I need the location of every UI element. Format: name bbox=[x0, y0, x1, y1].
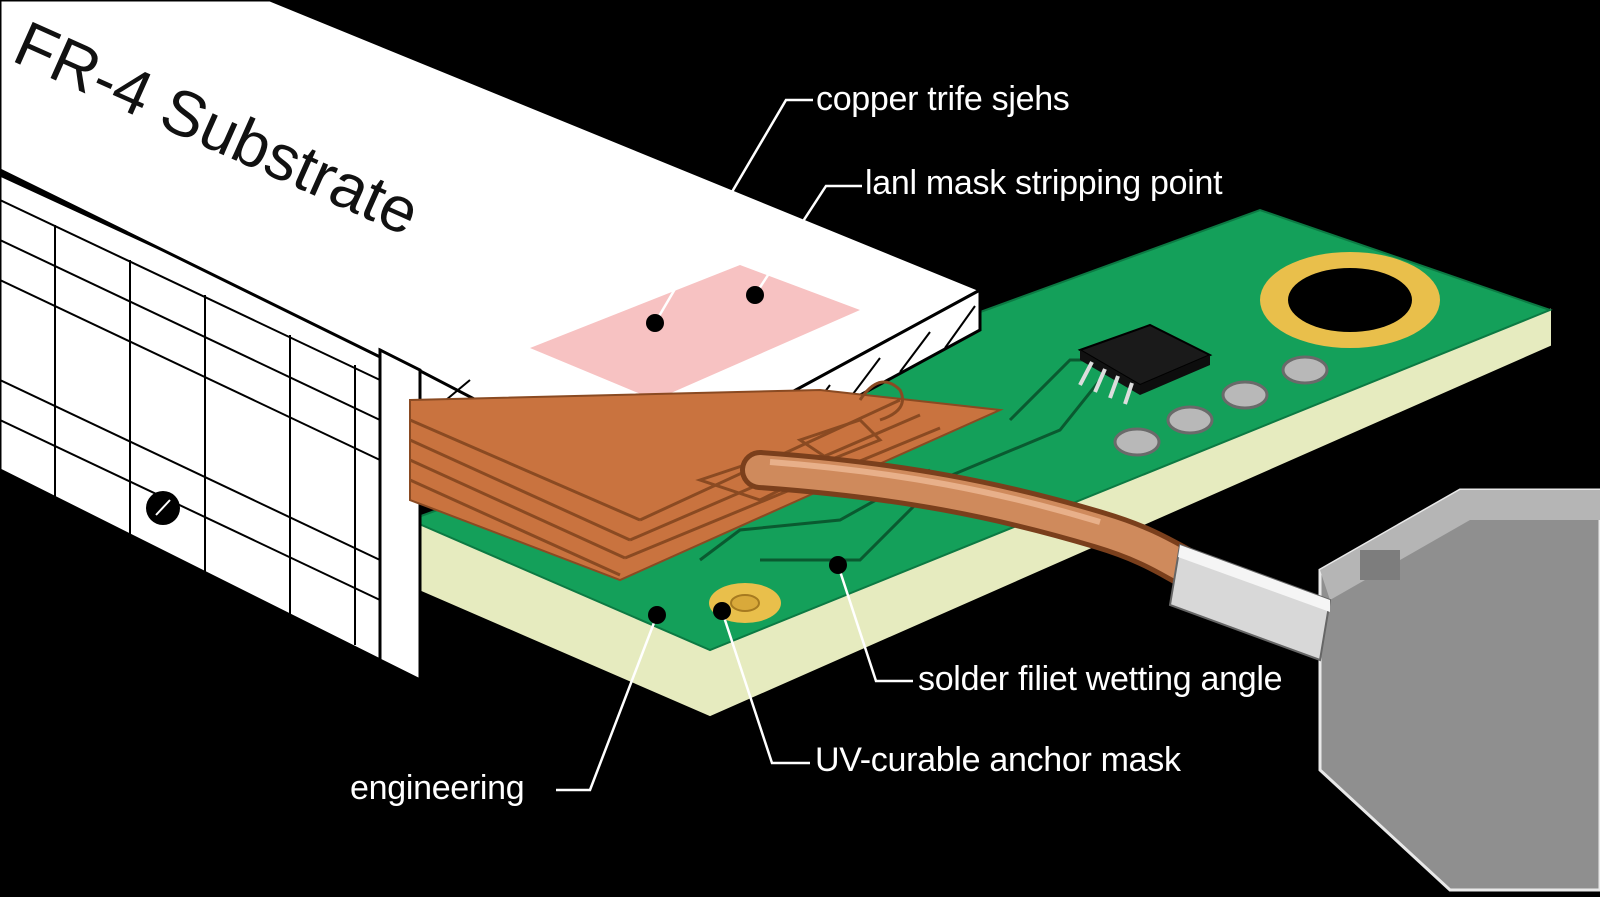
label-uv-curable-mask: UV-curable anchor mask bbox=[815, 741, 1181, 779]
connector-block bbox=[1318, 488, 1600, 892]
label-solder-fillet: solder filiet wetting angle bbox=[918, 660, 1283, 698]
label-copper-trace: copper trife sjehs bbox=[816, 80, 1070, 118]
ic-chip bbox=[1077, 323, 1213, 405]
label-engineering: engineering bbox=[350, 769, 525, 807]
callout-leaders bbox=[556, 98, 913, 792]
callout-dots bbox=[646, 286, 847, 624]
copper-traces bbox=[409, 380, 1004, 582]
mask-highlight-area bbox=[530, 265, 860, 400]
mounting-hole bbox=[1288, 268, 1412, 332]
copper-cable bbox=[740, 450, 1332, 662]
label-mask-stripping-point: lanl mask stripping point bbox=[865, 164, 1223, 202]
silver-pads bbox=[1113, 355, 1329, 457]
